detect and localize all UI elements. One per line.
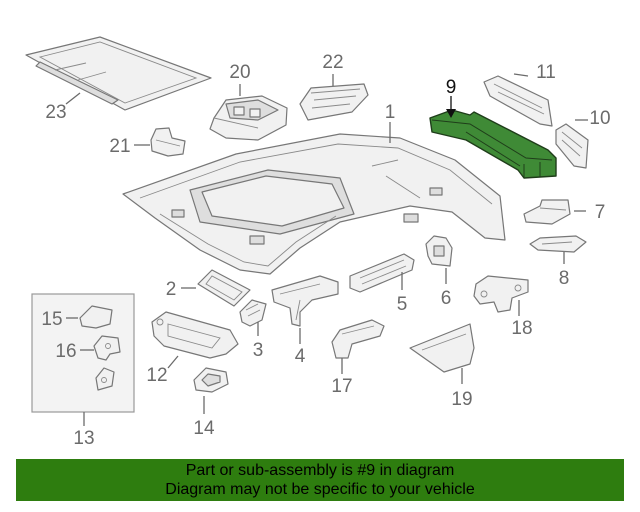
callout-23: 23	[45, 102, 66, 123]
callout-7: 7	[595, 202, 606, 223]
callout-22: 22	[322, 52, 343, 73]
part-20-overhead-console[interactable]	[209, 95, 288, 141]
callout-11: 11	[536, 62, 556, 83]
callout-9: 9	[446, 77, 457, 98]
callout-4: 4	[295, 346, 306, 367]
arrow-9	[446, 109, 456, 118]
part-5-reinforcement[interactable]	[349, 253, 415, 293]
part-22-bracket[interactable]	[299, 83, 369, 121]
part-13-clip[interactable]	[95, 367, 115, 391]
part-23-sunshade[interactable]	[25, 36, 212, 111]
notice-banner: Part or sub-assembly is #9 in diagram Di…	[16, 459, 624, 501]
part-18-bracket[interactable]	[473, 275, 529, 313]
callout-21: 21	[109, 136, 130, 157]
parts-diagram: 1 2 3 4 5 6 7 8 9 10 11 12 13 14 15 16 1…	[25, 36, 611, 449]
callout-8: 8	[559, 268, 570, 289]
part-19-pad[interactable]	[409, 323, 475, 373]
callout-6: 6	[441, 288, 452, 309]
notice-line-1: Part or sub-assembly is #9 in diagram	[185, 462, 455, 479]
part-12-sun-visor[interactable]	[151, 311, 239, 359]
part-17-bracket[interactable]	[331, 319, 385, 359]
callout-14: 14	[193, 418, 215, 439]
part-8-bracket[interactable]	[529, 235, 587, 253]
callout-2: 2	[166, 279, 177, 300]
callout-13: 13	[73, 428, 94, 449]
callout-10: 10	[589, 108, 610, 129]
part-1-headliner[interactable]	[122, 133, 506, 275]
callout-15: 15	[41, 309, 62, 330]
part-7-bracket[interactable]	[523, 199, 571, 225]
callout-1: 1	[385, 102, 396, 123]
part-2-pad[interactable]	[197, 269, 251, 307]
part-10-trim[interactable]	[555, 123, 589, 169]
callout-16: 16	[55, 341, 76, 362]
callout-19: 19	[451, 389, 472, 410]
callout-12: 12	[146, 365, 167, 386]
leader-11	[513, 73, 529, 77]
callout-17: 17	[331, 376, 352, 397]
leader-23	[65, 92, 81, 105]
part-16-clip[interactable]	[93, 335, 121, 361]
part-21-clip[interactable]	[150, 127, 186, 157]
part-15-cover[interactable]	[79, 305, 113, 329]
part-4-bracket[interactable]	[271, 275, 339, 327]
part-6-clip[interactable]	[425, 235, 453, 267]
callout-5: 5	[397, 294, 408, 315]
callout-3: 3	[253, 340, 264, 361]
part-3-clip[interactable]	[239, 299, 267, 327]
leader-12	[167, 355, 179, 369]
callout-20: 20	[229, 62, 250, 83]
part-14-bezel[interactable]	[193, 367, 229, 393]
notice-line-2: Diagram may not be specific to your vehi…	[165, 481, 475, 498]
callout-18: 18	[511, 318, 532, 339]
part-9-roof-bow[interactable]	[429, 109, 557, 179]
part-11-trim[interactable]	[483, 75, 553, 127]
